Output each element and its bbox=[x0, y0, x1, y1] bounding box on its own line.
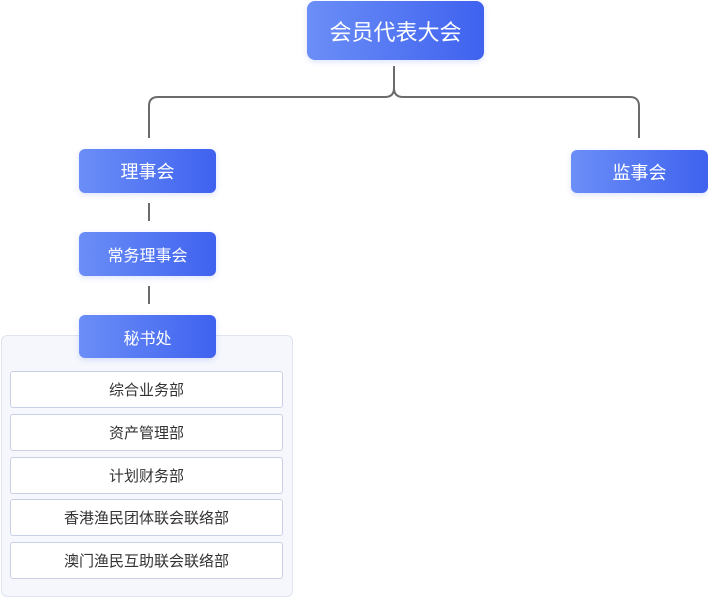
department-macau-fishermen-liaison[interactable]: 澳门渔民互助联会联络部 bbox=[10, 542, 283, 579]
secretariat-node[interactable]: 秘书处 bbox=[79, 315, 216, 358]
board-of-supervisors-node[interactable]: 监事会 bbox=[571, 150, 708, 193]
connector-to-board bbox=[148, 96, 385, 138]
connector-to-supervisory bbox=[403, 96, 640, 138]
connector-root-down bbox=[384, 66, 395, 98]
board-of-directors-node[interactable]: 理事会 bbox=[79, 149, 216, 193]
department-comprehensive-business[interactable]: 综合业务部 bbox=[10, 371, 283, 408]
department-hk-fishermen-liaison[interactable]: 香港渔民团体联会联络部 bbox=[10, 499, 283, 536]
department-planning-finance[interactable]: 计划财务部 bbox=[10, 457, 283, 494]
general-assembly-node[interactable]: 会员代表大会 bbox=[307, 1, 484, 60]
department-asset-management[interactable]: 资产管理部 bbox=[10, 414, 283, 451]
connector-root-down-right bbox=[393, 87, 404, 98]
standing-council-node[interactable]: 常务理事会 bbox=[79, 232, 216, 276]
